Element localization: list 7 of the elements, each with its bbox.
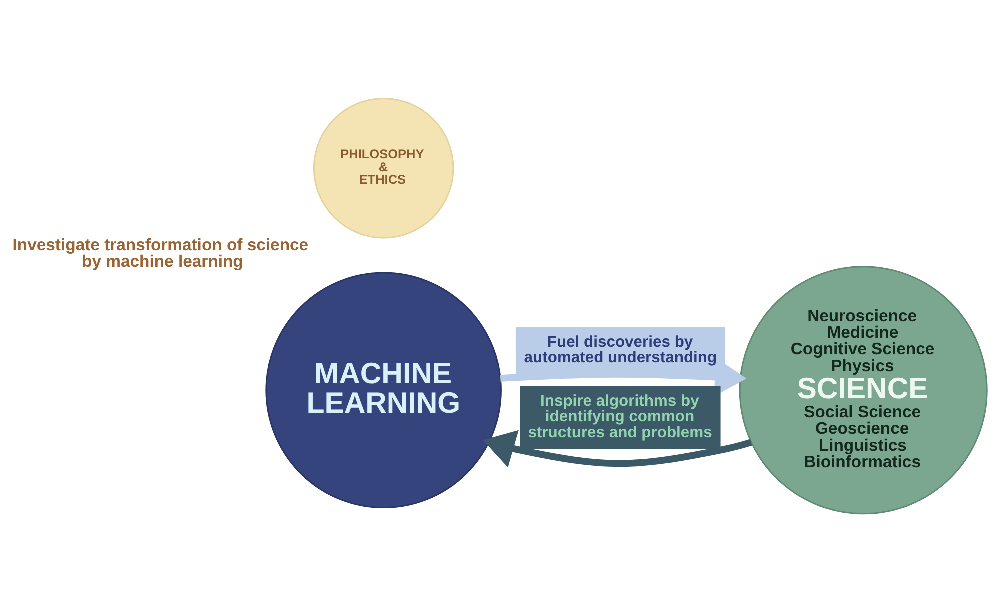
node-circle: PHILOSOPHY & ETHICS bbox=[313, 97, 454, 238]
edge-label: Fuel discoveries by automated understanding bbox=[524, 333, 718, 366]
arrow bbox=[483, 430, 752, 468]
node-label: Investigate transformation of science by machine learning bbox=[12, 234, 309, 270]
node-circle: Neuroscience Medicine Cognitive Science Physics SCIENCE Social Science Geoscience Linguistics Bioinformatics bbox=[739, 266, 988, 514]
node-circle: MACHINE LEARNING bbox=[266, 272, 502, 508]
edge-label: Inspire algorithms by identifying common structures and problems bbox=[528, 392, 712, 441]
